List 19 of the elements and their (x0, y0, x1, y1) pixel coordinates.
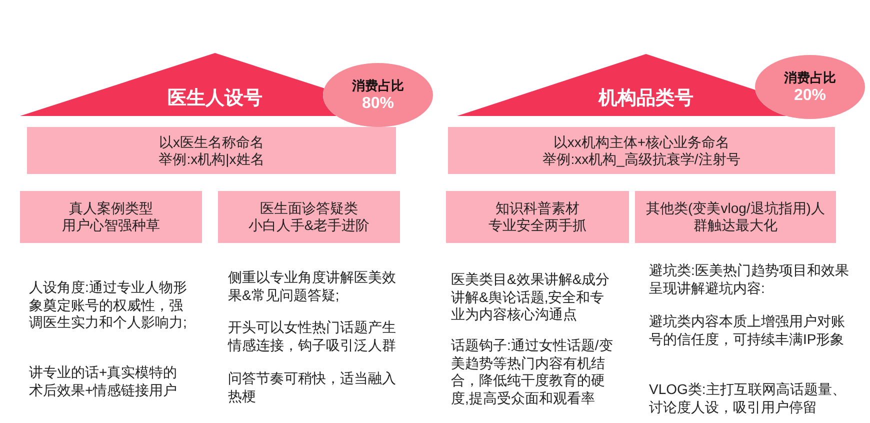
ellipse-badge: 消费占比 20% (755, 55, 865, 119)
info-box: 以x医生名称命名 举例:x机构|x姓名 (27, 127, 396, 174)
description-text: VLOG类:主打互联网高话题量、讨论度人设，吸引用户停留 (649, 381, 847, 416)
ellipse-badge: 消费占比 80% (323, 63, 433, 127)
category-box: 其他类(变美vlog/退坑指用)人群触达最大化 (635, 191, 836, 243)
description-text: 侧重以专业角度讲解医美效果&常见问题答疑; (228, 269, 397, 304)
category-box: 知识科普素材 专业安全两手抓 (446, 191, 629, 243)
triangle-banner: 医生人设号 (20, 53, 336, 116)
description-text: 避坑类:医美热门趋势项目和效果呈现讲解避坑内容: (649, 262, 849, 297)
description-text: 人设角度:通过专业人物形象奠定账号的权威性，强调医生实力和个人影响力; (29, 279, 188, 332)
description-text: 避坑类内容本质上增强用户对账号的信任度，可持续丰满IP形象 (649, 313, 846, 348)
info-box: 以xx机构主体+核心业务命名 举例:xx机构_高级抗衰学/注射号 (448, 127, 835, 174)
category-box: 医生面诊答疑类 小白人手&老手进阶 (218, 191, 400, 243)
description-text: 问答节奏可稍快，适当融入热梗 (228, 370, 397, 405)
description-text: 开头可以女性热门话题产生情感连接，钩子吸引泛人群 (228, 319, 397, 354)
category-box: 真人案例类型 用户心智强种草 (20, 191, 202, 243)
description-text: 讲专业的话+真实模特的术后效果+情感链接用户 (29, 364, 178, 399)
description-text: 医美类目&效果讲解&成分讲解&舆论话题,安全和专业为内容核心沟通点 (451, 271, 611, 324)
description-text: 话题钩子:通过女性话题/变美趋势等热门内容有机结合，降低纯干度教育的硬度,提高受众面和观看率 (451, 337, 614, 407)
